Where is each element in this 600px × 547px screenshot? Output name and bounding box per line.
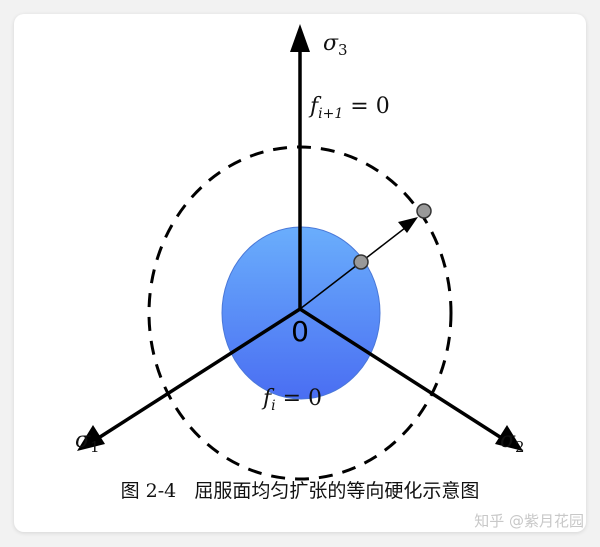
sigma1-symbol: σ — [75, 428, 91, 453]
inner-surface-label: fi = 0 — [261, 386, 322, 414]
watermark: 知乎 @紫月花园 — [474, 512, 584, 530]
loading-path — [299, 261, 362, 310]
sigma1-subscript: 1 — [90, 438, 100, 456]
outer-surface-equation: = 0 — [343, 94, 389, 119]
sigma2-axis — [299, 307, 501, 439]
initial-stress-point — [353, 254, 369, 270]
loading-arrowhead — [398, 217, 418, 233]
sigma2-label: σ2 — [500, 428, 525, 456]
sigma2-arrowhead — [495, 425, 523, 451]
sigma3-symbol: σ — [323, 31, 339, 56]
sigma3-arrowhead — [290, 24, 310, 52]
sigma1-label: σ1 — [75, 428, 100, 456]
sigma2-symbol: σ — [500, 428, 516, 453]
inner-surface-subscript: i — [271, 398, 275, 414]
sigma3-label: σ3 — [323, 31, 348, 59]
outer-surface-label: fi+1 = 0 — [308, 94, 390, 122]
figure-caption: 图 2-4 屈服面均匀扩张的等向硬化示意图 — [120, 480, 480, 502]
final-stress-point — [416, 203, 432, 219]
sigma2-subscript: 2 — [515, 438, 525, 456]
inner-surface-equation: = 0 — [276, 386, 322, 411]
origin-label: 0 — [291, 315, 309, 348]
sigma1-arrowhead — [77, 425, 105, 451]
sigma3-subscript: 3 — [338, 41, 348, 59]
outer-surface-subscript: i+1 — [318, 106, 343, 122]
sigma1-axis — [99, 307, 301, 439]
